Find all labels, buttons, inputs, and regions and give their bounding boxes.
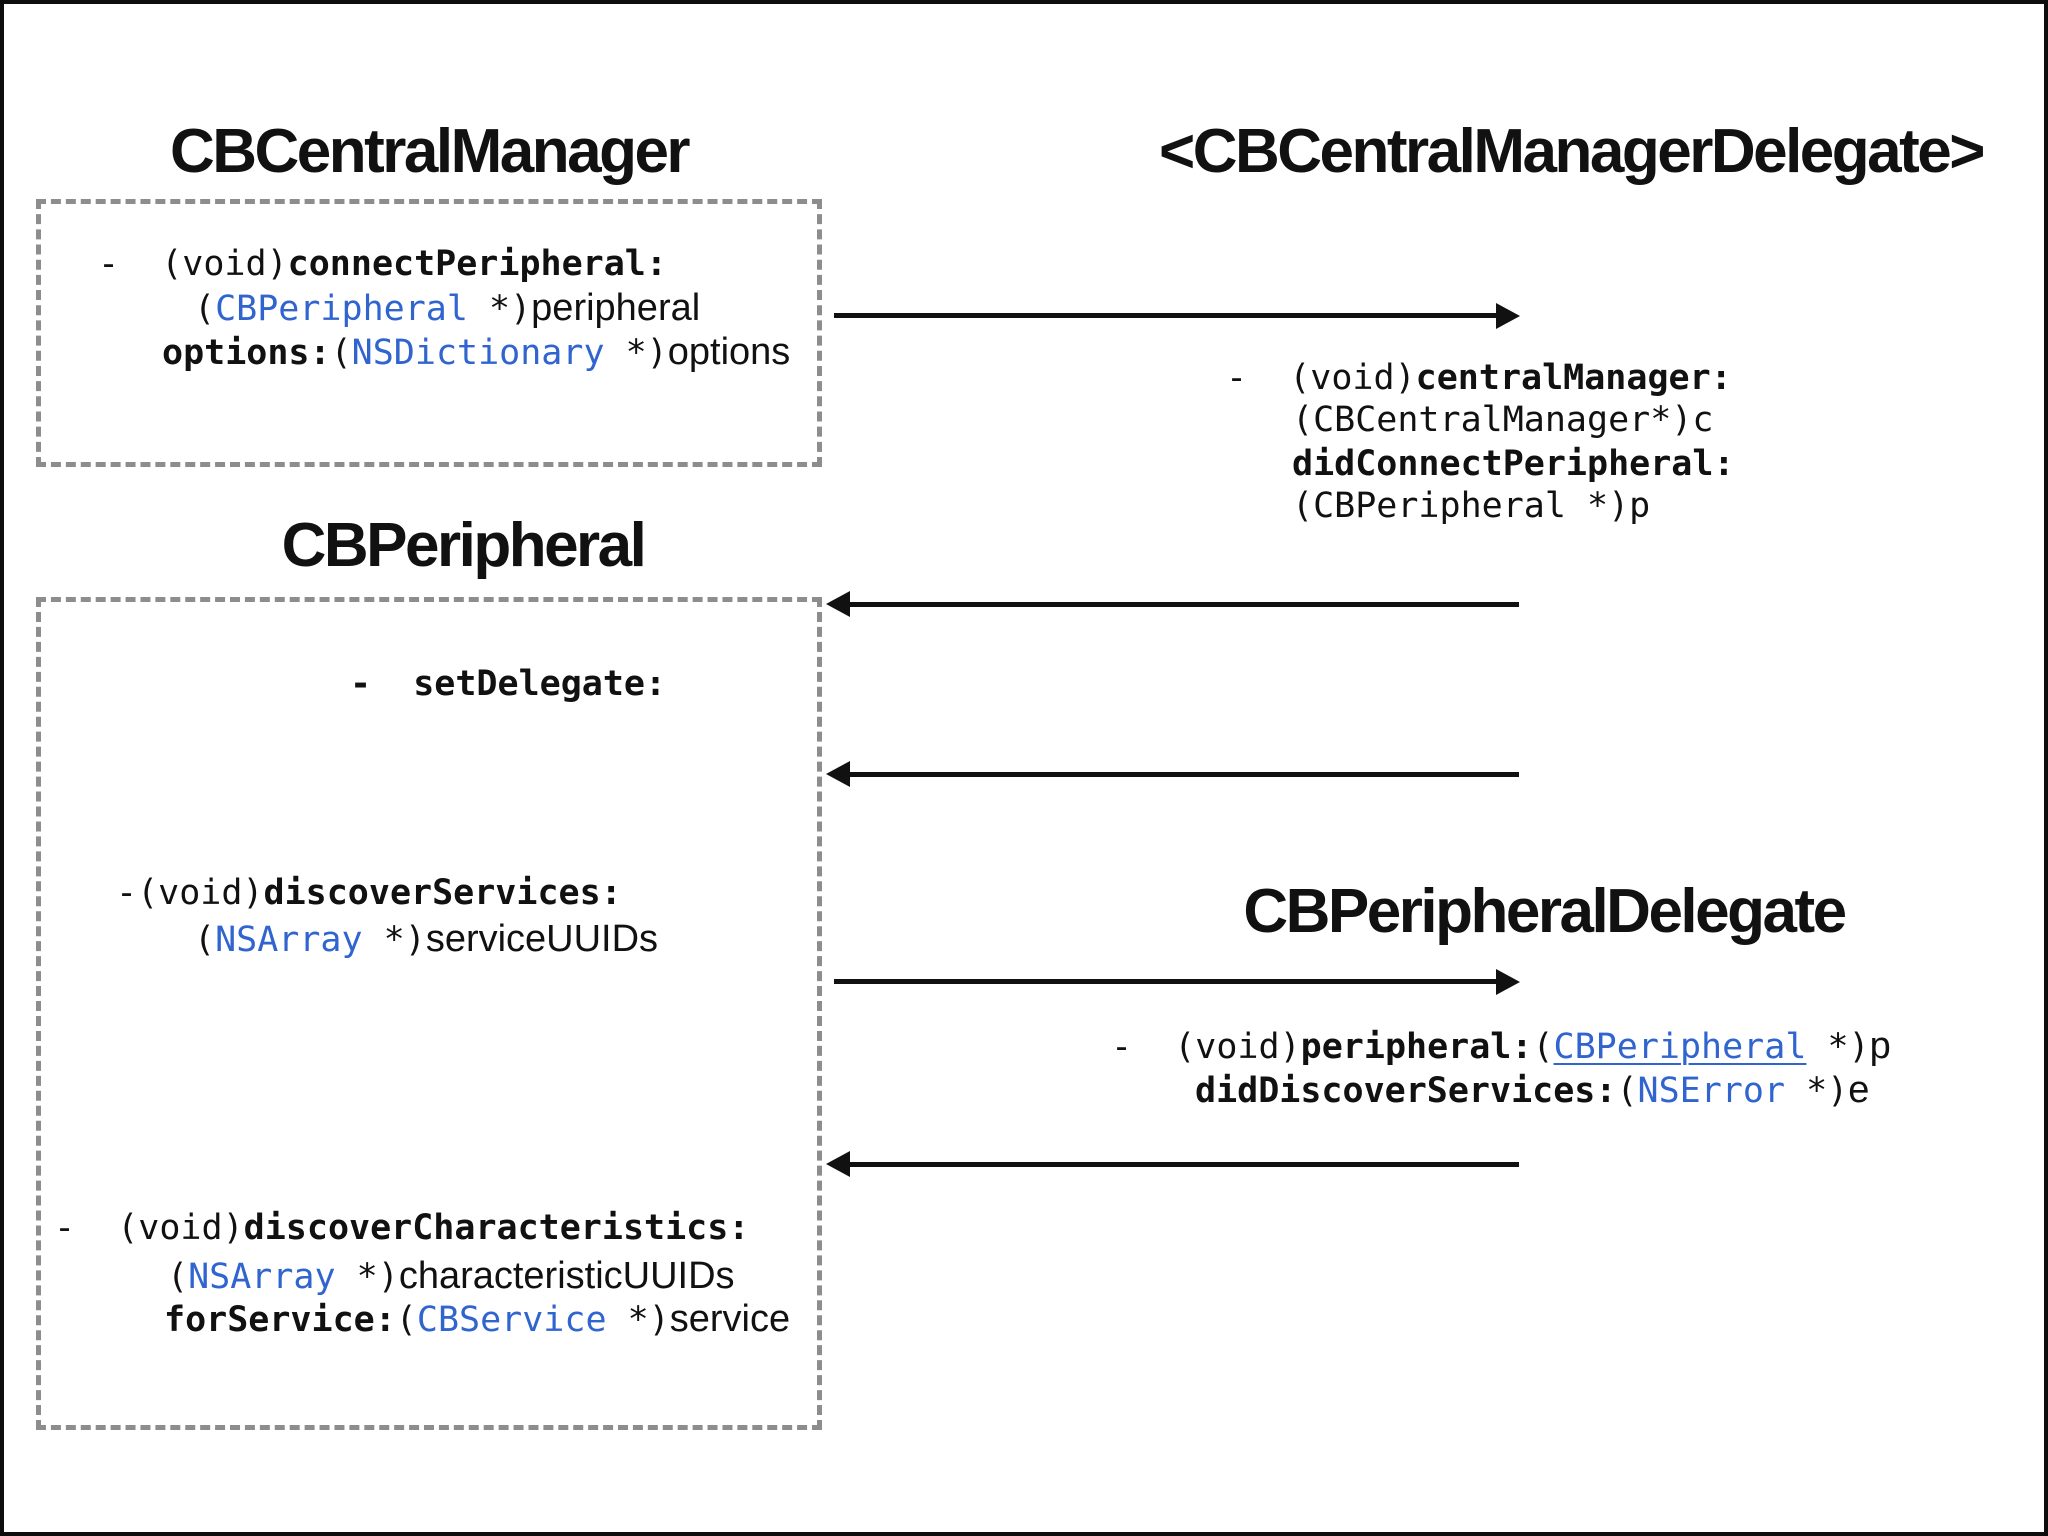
arrow-right-icon [1496, 969, 1520, 995]
heading-cbcentralmanagerdelegate: <CBCentralManagerDelegate> [1159, 117, 1985, 186]
heading-cbperipheral: CBPeripheral [281, 511, 647, 580]
arrow-did-discover-services-callback [849, 1162, 1519, 1167]
code-line-connect-peripheral-1: - (void)connectPeripheral: [98, 244, 667, 284]
arrow-connect-peripheral-call [834, 313, 1496, 318]
arrow-left-icon [826, 591, 850, 617]
arrow-did-connect-callback [849, 602, 1519, 607]
code-line-set-delegate: - setDelegate: [350, 664, 667, 704]
heading-cbperipheraldelegate: CBPeripheralDelegate [1243, 877, 1847, 946]
arrow-left-icon [826, 761, 850, 787]
code-line-discover-characteristics-2: (NSArray *)characteristicUUIDs [167, 1255, 735, 1297]
arrow-right-icon [1496, 303, 1520, 329]
code-line-did-connect-4: (CBPeripheral *)p [1292, 486, 1651, 526]
code-line-did-connect-3: didConnectPeripheral: [1292, 444, 1735, 484]
heading-cbcentralmanager: CBCentralManager [169, 117, 691, 186]
cbcentralmanager-box [36, 199, 822, 467]
code-line-discover-characteristics-3: forService:(CBService *)service [164, 1298, 791, 1340]
arrow-discover-services-call [834, 979, 1496, 984]
code-line-connect-peripheral-3: options:(NSDictionary *)options [162, 331, 791, 373]
code-line-did-discover-services-1: - (void)peripheral:(CBPeripheral *)p [1111, 1025, 1891, 1067]
code-line-did-connect-2: (CBCentralManager*)c [1292, 400, 1714, 440]
code-line-discover-characteristics-1: - (void)discoverCharacteristics: [54, 1208, 750, 1248]
code-line-discover-services-1: -(void)discoverServices: [116, 873, 622, 913]
code-line-discover-services-2: (NSArray *)serviceUUIDs [194, 918, 659, 960]
code-line-did-connect-1: - (void)centralManager: [1226, 358, 1732, 398]
arrow-set-delegate-return [849, 772, 1519, 777]
arrow-left-icon [826, 1151, 850, 1177]
code-line-did-discover-services-2: didDiscoverServices:(NSError *)e [1195, 1069, 1870, 1111]
code-line-connect-peripheral-2: (CBPeripheral *)peripheral [194, 287, 701, 329]
cbperipheral-box [36, 597, 822, 1430]
